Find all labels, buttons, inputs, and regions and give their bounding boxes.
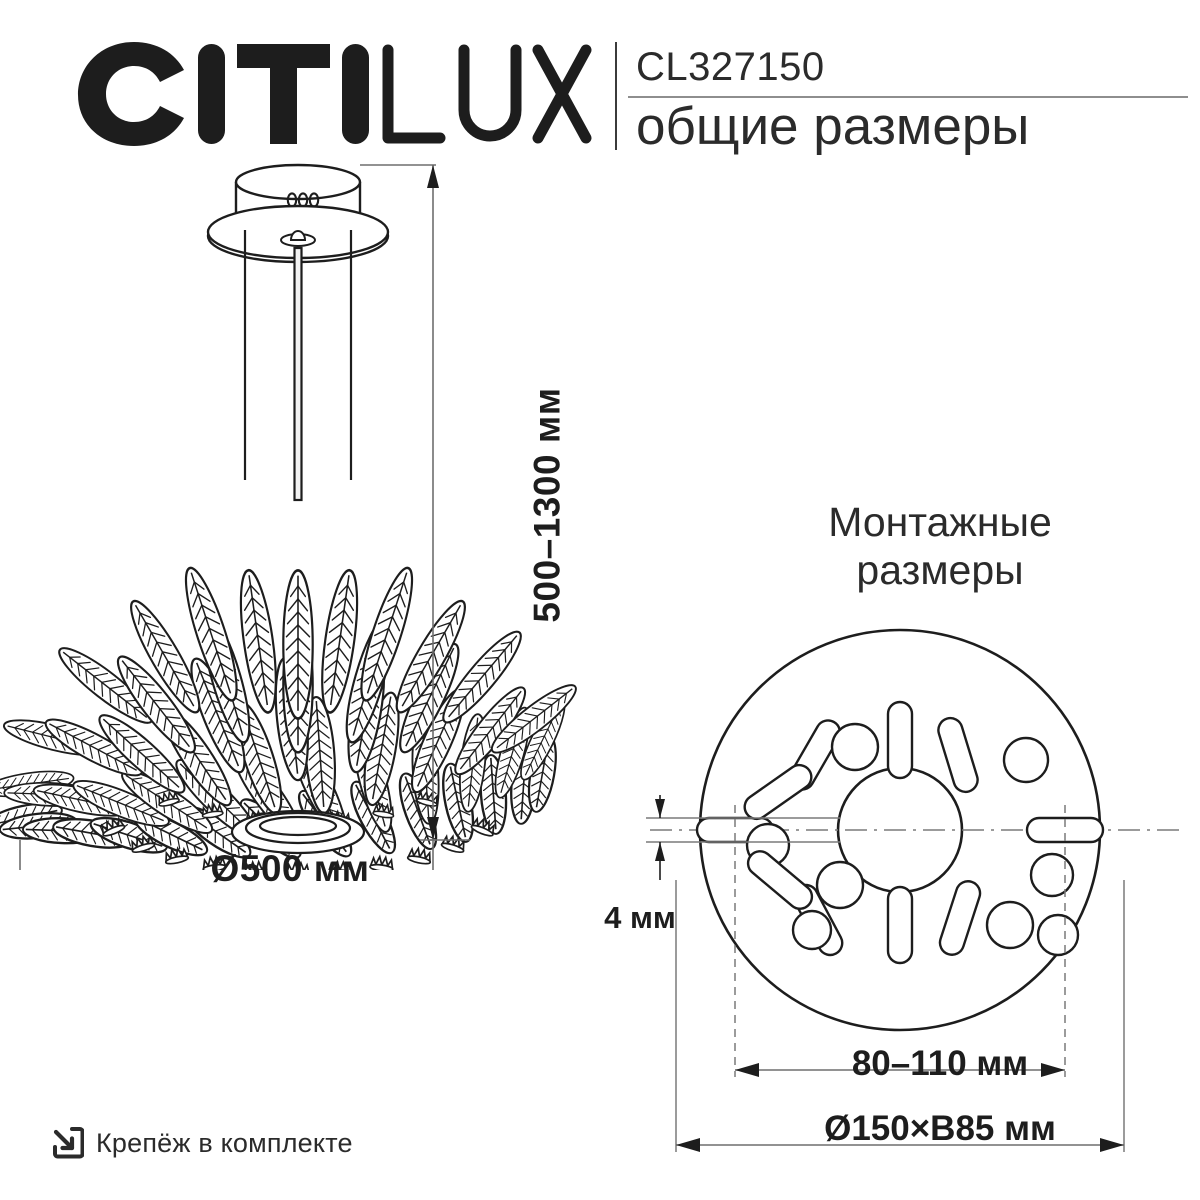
inner-dimension-extensions — [734, 805, 1066, 1077]
product-drawing — [0, 163, 584, 870]
ceiling-canopy — [206, 163, 390, 264]
outer-dimension-extensions — [675, 880, 1125, 1152]
fasteners-included-text: Крепёж в комплекте — [96, 1127, 353, 1158]
diameter-dimension-label: Ø500 мм — [210, 848, 370, 889]
header-divider — [615, 42, 617, 150]
mounting-title-line1: Монтажные — [828, 499, 1052, 545]
height-dimension-value: 500–1300 мм — [527, 387, 568, 623]
height-dimension-arrows — [427, 165, 439, 840]
height-dimension-label: 500–1300 мм — [518, 380, 578, 630]
header-rule — [628, 96, 1188, 98]
mounting-figure-title: Монтажные размеры — [760, 498, 1120, 594]
mounting-plate-drawing — [646, 628, 1185, 1152]
citilux-logo — [78, 42, 592, 146]
inner-dimension-arrows — [735, 1063, 1065, 1077]
thickness-extension-lines — [646, 817, 840, 843]
mounting-inner-dimension-label: 80–110 мм — [851, 1044, 1029, 1083]
fasteners-included-note: Крепёж в комплекте — [50, 1118, 470, 1168]
mounting-outer-dimension-label: Ø150×В85 мм — [824, 1109, 1056, 1148]
model-code: CL327150 — [636, 45, 825, 89]
suspension-cables — [243, 230, 353, 502]
plate-slots-and-holes — [695, 700, 1105, 965]
chandelier-dome — [0, 562, 584, 870]
mounting-title-line2: размеры — [856, 547, 1024, 593]
arrow-into-box-icon — [53, 1127, 84, 1159]
diameter-dimension — [19, 840, 434, 870]
thickness-leader — [420, 839, 470, 841]
page-title: общие размеры — [636, 97, 1030, 156]
thickness-dimension-label: 4 мм — [604, 900, 676, 935]
header: CL327150 общие размеры — [0, 0, 1200, 160]
outer-dimension-arrows — [676, 1138, 1124, 1152]
